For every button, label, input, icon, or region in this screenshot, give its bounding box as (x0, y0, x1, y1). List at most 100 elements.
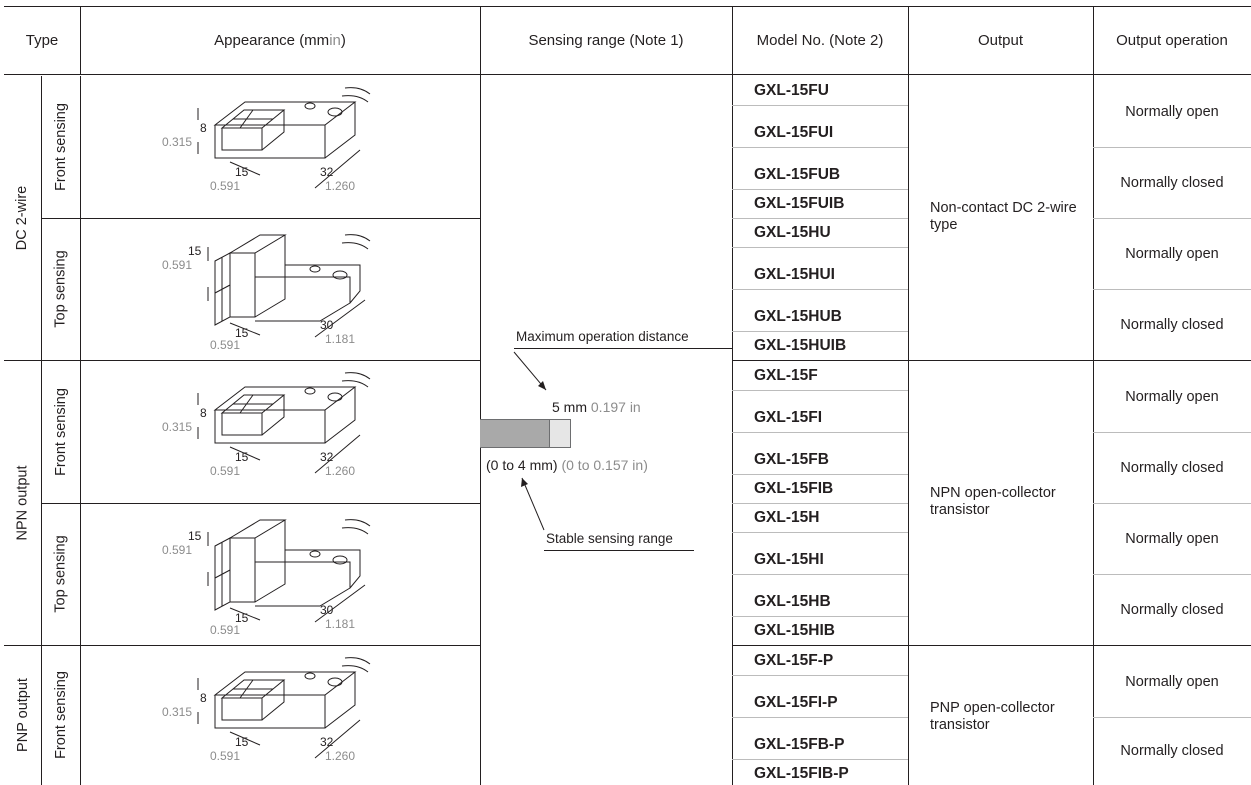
divider (732, 503, 908, 504)
model-number: GXL-15HI (754, 550, 824, 568)
output-operation: Normally closed (1120, 316, 1224, 333)
divider (80, 7, 81, 75)
dim-height-in: 0.315 (162, 420, 192, 434)
divider (732, 645, 1251, 646)
model-number: GXL-15HUIB (754, 336, 847, 354)
dim-length-mm: 32 (320, 165, 334, 179)
model-number: GXL-15H (754, 508, 820, 526)
label-underline (544, 550, 694, 551)
divider (1093, 574, 1251, 575)
divider (1093, 717, 1251, 718)
group-label-dc-2-wire: DC 2-wire (14, 185, 31, 251)
divider (732, 189, 908, 190)
dim-width-mm: 15 (235, 165, 249, 179)
stable-range-value: (0 to 4 mm) (0 to 0.157 in) (486, 457, 648, 473)
divider (732, 147, 908, 148)
divider (480, 7, 481, 785)
sub-label-top-sensing: Top sensing (52, 250, 69, 328)
dim-width-mm: 15 (235, 326, 249, 340)
dim-width-mm: 15 (235, 450, 249, 464)
header-sensing-range: Sensing range (Note 1) (528, 32, 684, 49)
output-operation: Normally open (1125, 245, 1219, 262)
divider (732, 616, 908, 617)
divider (732, 218, 908, 219)
output-operation: Normally open (1125, 103, 1219, 120)
output-operation: Normally open (1125, 388, 1219, 405)
model-number: GXL-15FIB-P (754, 764, 849, 782)
model-number: GXL-15FUIB (754, 194, 845, 212)
dim-height-mm: 8 (200, 691, 207, 705)
dim-width-in: 0.591 (210, 749, 240, 763)
dim-length-mm: 30 (320, 318, 334, 332)
output-operation: Normally closed (1120, 459, 1224, 476)
divider (732, 432, 908, 433)
model-number: GXL-15FUI (754, 123, 834, 141)
divider (4, 360, 480, 361)
output-operation: Normally closed (1120, 174, 1224, 191)
dim-width-in: 0.591 (210, 623, 240, 637)
dim-width-in: 0.591 (210, 179, 240, 193)
dim-height-in: 0.315 (162, 135, 192, 149)
divider (732, 331, 908, 332)
header-appearance: Appearance (mm in) (214, 32, 346, 49)
divider (4, 645, 480, 646)
max-distance-value: 5 mm 0.197 in (552, 399, 641, 415)
dim-width-mm: 15 (235, 735, 249, 749)
output-operation: Normally closed (1120, 601, 1224, 618)
divider (732, 717, 908, 718)
sub-label-front-sensing: Front sensing (52, 671, 69, 759)
divider (732, 105, 908, 106)
divider (1093, 7, 1094, 785)
divider (80, 76, 81, 785)
divider (1093, 432, 1251, 433)
header-output-operation: Output operation (1116, 32, 1228, 49)
model-number: GXL-15FU (754, 81, 829, 99)
output-type: PNP open-collector transistor (930, 700, 1055, 733)
divider (41, 76, 42, 785)
divider (1093, 503, 1251, 504)
model-number: GXL-15HB (754, 592, 831, 610)
sub-label-front-sensing: Front sensing (52, 387, 69, 476)
stable-sensing-range-label: Stable sensing range (546, 531, 673, 546)
dim-width-mm: 15 (235, 611, 249, 625)
dim-length-mm: 32 (320, 450, 334, 464)
divider (908, 7, 909, 785)
top-sensing-drawing: 15 0.591 15 0.591 30 1.181 (162, 519, 371, 637)
divider (732, 675, 908, 676)
divider (1093, 218, 1251, 219)
sub-label-front-sensing: Front sensing (52, 103, 69, 191)
front-sensing-drawing: 8 0.315 15 0.591 32 1.260 (162, 372, 371, 478)
dim-height-mm: 15 (188, 244, 202, 258)
dim-height-mm: 15 (188, 529, 202, 543)
arrow-icon (513, 351, 547, 391)
model-number: GXL-15FB-P (754, 735, 845, 753)
dim-length-mm: 32 (320, 735, 334, 749)
top-sensing-drawing: 15 0.591 15 0.591 30 1.181 (162, 234, 371, 352)
group-label-pnp-output: PNP output (14, 678, 31, 752)
divider (1093, 147, 1251, 148)
divider (1093, 289, 1251, 290)
front-sensing-drawing: 8 0.315 15 0.591 32 1.260 (162, 87, 371, 193)
max-operation-distance-label: Maximum operation distance (516, 329, 689, 344)
table-header: Type Appearance (mm in) Sensing range (N… (4, 6, 1251, 75)
output-type: Non-contact DC 2-wire type (930, 200, 1077, 233)
group-label-npn-output: NPN output (14, 465, 31, 540)
dim-height-in: 0.591 (162, 258, 192, 272)
dim-length-mm: 30 (320, 603, 334, 617)
dim-height-mm: 8 (200, 121, 207, 135)
model-number: GXL-15FB (754, 450, 829, 468)
dim-width-in: 0.591 (210, 338, 240, 352)
model-number: GXL-15F (754, 366, 818, 384)
divider (732, 360, 1251, 361)
divider (732, 474, 908, 475)
model-number: GXL-15HUI (754, 265, 835, 283)
dim-length-in: 1.260 (325, 179, 355, 193)
output-type: NPN open-collector transistor (930, 485, 1056, 518)
model-number: GXL-15HU (754, 223, 831, 241)
dim-height-mm: 8 (200, 406, 207, 420)
divider (41, 503, 480, 504)
divider (732, 532, 908, 533)
divider (732, 574, 908, 575)
output-operation: Normally closed (1120, 743, 1224, 759)
divider (41, 218, 480, 219)
